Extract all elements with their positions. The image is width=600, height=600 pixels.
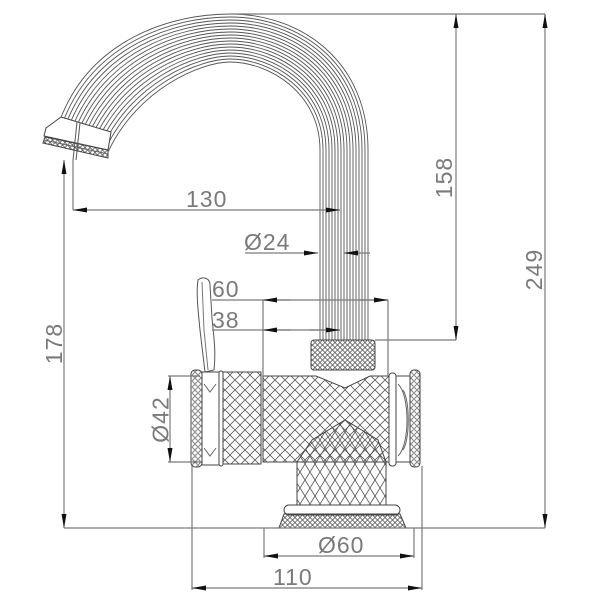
dim-label-178: 178 — [41, 322, 68, 365]
aerator — [42, 116, 112, 161]
dim-label-base-diameter: Ø60 — [318, 532, 365, 558]
dim-label-60: 60 — [212, 276, 240, 302]
spout — [59, 13, 369, 340]
dim-label-body-diameter: Ø42 — [147, 396, 174, 443]
spout-nut — [310, 339, 376, 371]
dim-label-130: 130 — [186, 186, 228, 212]
dim-label-110: 110 — [273, 564, 313, 590]
dim-label-38: 38 — [212, 307, 240, 333]
dim-label-158: 158 — [431, 156, 458, 199]
dim-label-spout-diameter: Ø24 — [244, 229, 291, 255]
lever-handle — [196, 277, 216, 373]
dim-label-249: 249 — [521, 248, 548, 291]
dimension-lines — [61, 13, 548, 591]
